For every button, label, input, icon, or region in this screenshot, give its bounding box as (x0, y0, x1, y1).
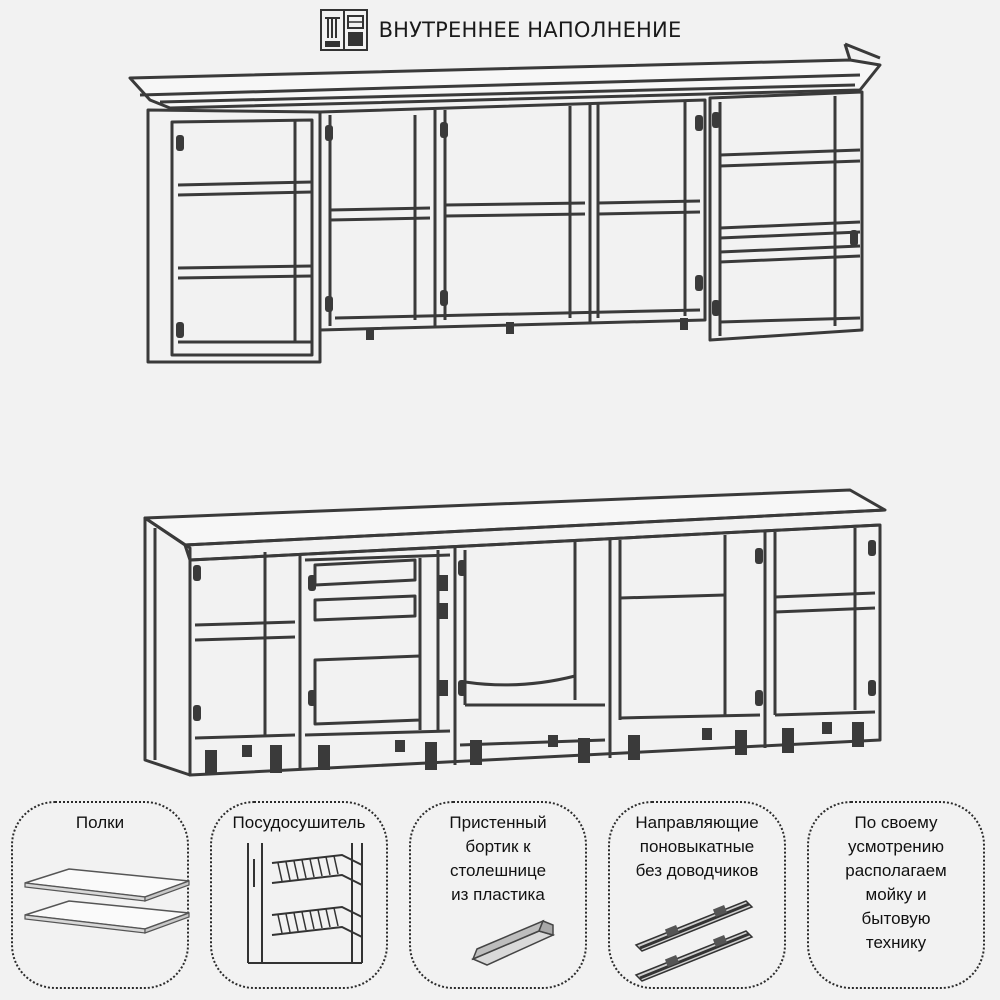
drawer-rails-icon (634, 900, 754, 982)
feature-card-dish-rack: Посудосушитель (210, 801, 388, 989)
dish-rack-icon (247, 843, 363, 964)
feature-label: Пристенный бортик к столешнице из пласти… (449, 813, 547, 904)
upper-cabinets (128, 42, 882, 364)
feature-label: Полки (75, 813, 125, 832)
feature-card-layout: По своему усмотрению располагаем мойку и… (807, 801, 985, 989)
feature-card-drawer-rails: Направляющие поновыкатные без доводчиков (608, 801, 786, 989)
lower-cabinets (143, 488, 887, 777)
plastic-edge-icon (471, 919, 556, 966)
feature-card-shelves: Полки (11, 801, 190, 989)
header-title: ВНУТРЕННЕЕ НАПОЛНЕНИЕ (378, 18, 682, 42)
feature-cards: Полки Посудосушитель (0, 795, 1000, 1000)
shelves-icon (24, 868, 190, 934)
header: ВНУТРЕННЕЕ НАПОЛНЕНИЕ (0, 8, 1000, 52)
feature-label: По своему усмотрению располагаем мойку и… (845, 813, 947, 952)
feature-label: Направляющие поновыкатные без доводчиков (635, 813, 759, 880)
feature-card-wall-edge: Пристенный бортик к столешнице из пласти… (409, 801, 587, 989)
wardrobe-icon (319, 9, 368, 51)
kitchen-drawing (128, 42, 887, 777)
feature-label: Посудосушитель (232, 813, 366, 832)
